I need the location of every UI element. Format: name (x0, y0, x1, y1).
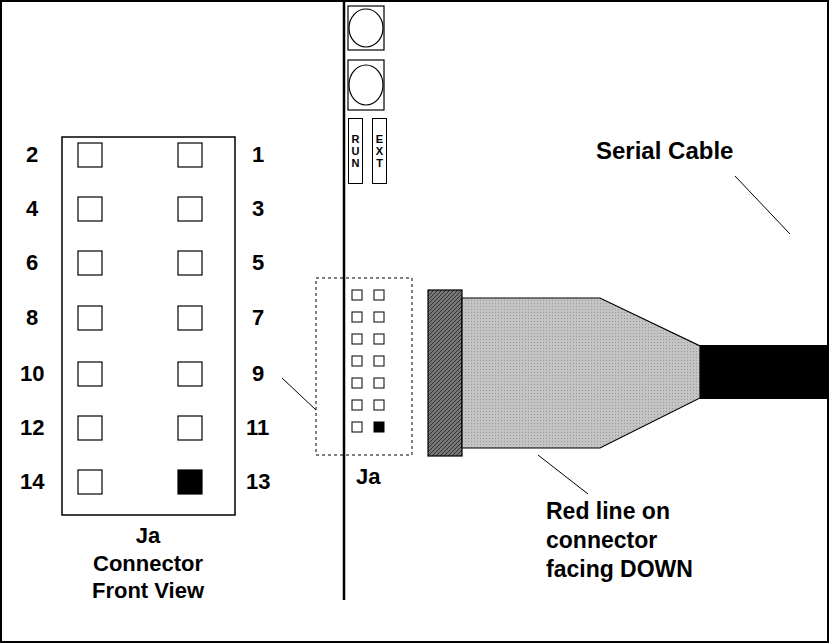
pin-square (78, 470, 102, 494)
pin-number: 8 (26, 304, 38, 332)
pin-square (374, 400, 384, 410)
board-edge (343, 2, 346, 600)
pin-number: 12 (20, 414, 44, 442)
pin-number: 1 (252, 141, 264, 169)
pin-number: 7 (252, 304, 264, 332)
pin-square (178, 143, 202, 167)
pin-square (178, 362, 202, 386)
pin-square (352, 400, 362, 410)
pin-number: 13 (246, 468, 270, 496)
led (349, 9, 383, 47)
pin-number: 5 (252, 249, 264, 277)
pin-number: 9 (252, 360, 264, 388)
pin-square (78, 251, 102, 275)
pin-square (78, 197, 102, 221)
pin-square (78, 143, 102, 167)
pin-number: 11 (246, 414, 269, 442)
pin-square (78, 362, 102, 386)
pin-square (374, 334, 384, 344)
leader-line (538, 455, 588, 494)
indicator-label-box: RUN (348, 118, 363, 184)
pin-square (374, 312, 384, 322)
pin-square (178, 306, 202, 330)
pin-squares (352, 290, 384, 432)
pin-number: 6 (26, 249, 38, 277)
pin-number: 4 (26, 195, 38, 223)
pin-square (178, 416, 202, 440)
pin-square (352, 290, 362, 300)
pin-square (178, 251, 202, 275)
pin-square (352, 334, 362, 344)
cable (700, 345, 829, 399)
view-caption: Ja Connector Front View (78, 522, 218, 605)
note: Red line on connector facing DOWN (546, 497, 721, 583)
pin-square (78, 416, 102, 440)
led (348, 60, 384, 110)
pin-square (352, 356, 362, 366)
part-label: Serial Cable (596, 136, 796, 166)
led (349, 65, 383, 105)
pin-number: 3 (252, 195, 264, 223)
leader-line (282, 378, 316, 410)
connector-front-view (62, 137, 235, 515)
indicator-label-box: EXT (372, 118, 387, 184)
pin-square (352, 422, 362, 432)
pin-square (178, 470, 202, 494)
dashed-outline (316, 278, 412, 455)
pin-square (374, 356, 384, 366)
indicator-label: RUN (350, 133, 361, 169)
pin-squares (78, 143, 202, 494)
pin-square (374, 422, 384, 432)
pin-square (178, 197, 202, 221)
leader-line (735, 176, 790, 234)
pin-square (374, 290, 384, 300)
pin-square (352, 378, 362, 388)
pin-square (374, 378, 384, 388)
indicator-label: EXT (374, 133, 385, 169)
pin-number: 14 (20, 468, 44, 496)
pin-square (352, 312, 362, 322)
cable-connector-head (428, 290, 462, 456)
connector-name: Ja (356, 463, 380, 491)
led (348, 6, 384, 50)
cable-molding (462, 298, 700, 448)
pin-square (78, 306, 102, 330)
pin-number: 2 (26, 141, 38, 169)
pin-number: 10 (20, 360, 44, 388)
